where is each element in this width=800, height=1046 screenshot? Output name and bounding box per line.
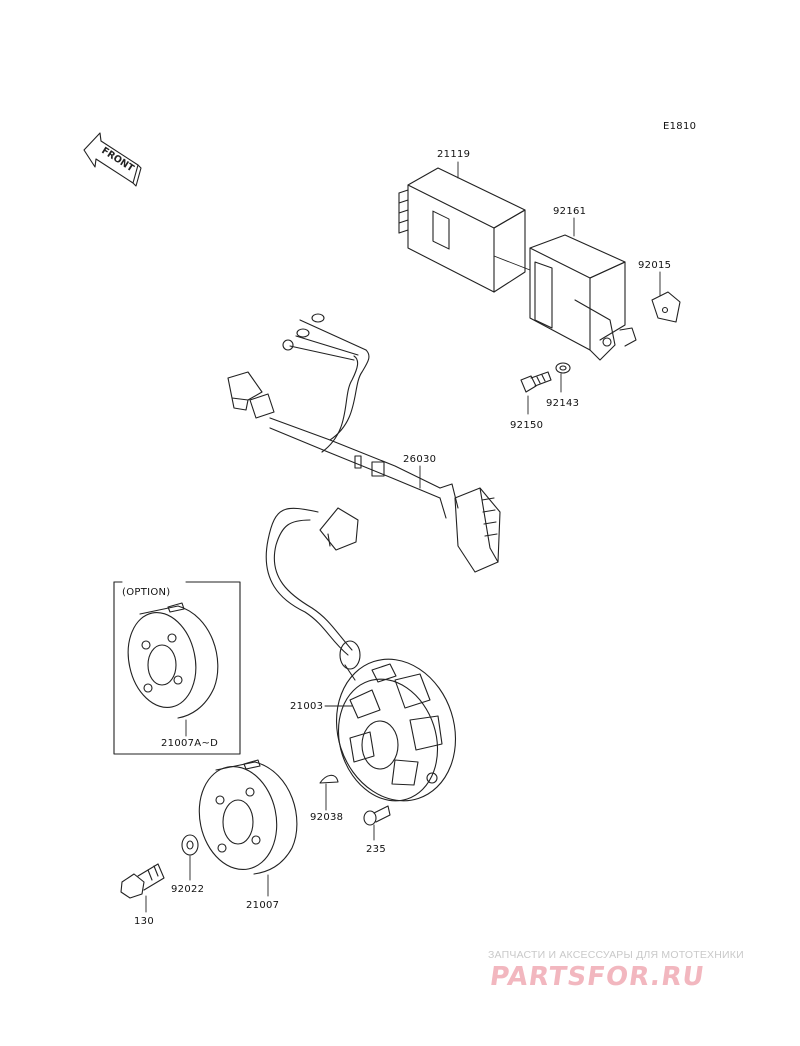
collar-part — [555, 362, 571, 374]
stator — [265, 507, 457, 802]
watermark-logo-a: PARTS — [487, 962, 590, 992]
label-21003: 21003 — [290, 701, 323, 712]
bolt-92150 — [520, 371, 552, 393]
label-92161: 92161 — [553, 206, 586, 217]
diagram-code: E1810 — [663, 121, 696, 132]
option-box — [113, 581, 241, 755]
cdi-unit — [398, 167, 526, 293]
flywheel — [198, 759, 298, 875]
label-92143: 92143 — [546, 398, 579, 409]
washer-92022 — [181, 834, 199, 856]
label-235: 235 — [366, 844, 386, 855]
label-21007a-d: 21007A~D — [161, 738, 218, 749]
woodruff-key — [319, 774, 339, 784]
clip-part — [651, 291, 681, 323]
leader-lines — [145, 161, 661, 913]
bolt-130 — [120, 863, 165, 899]
label-92038: 92038 — [310, 812, 343, 823]
watermark-logo: PARTSFOR.RU — [488, 962, 707, 992]
label-92022: 92022 — [171, 884, 204, 895]
option-flywheel — [127, 602, 219, 719]
watermark-logo-b: FOR — [585, 962, 653, 992]
screw-235 — [363, 805, 391, 826]
front-arrow-icon — [83, 132, 142, 187]
option-box-title: (OPTION) — [122, 587, 171, 598]
wiring-harness — [227, 313, 501, 573]
label-130: 130 — [134, 916, 154, 927]
watermark-tagline: ЗАПЧАСТИ И АКСЕССУАРЫ ДЛЯ МОТОТЕХНИКИ — [488, 949, 744, 961]
label-21119: 21119 — [437, 149, 470, 160]
label-26030: 26030 — [403, 454, 436, 465]
watermark-logo-c: .RU — [648, 962, 707, 992]
regulator — [529, 234, 637, 361]
label-92015: 92015 — [638, 260, 671, 271]
label-21007: 21007 — [246, 900, 279, 911]
label-92150: 92150 — [510, 420, 543, 431]
